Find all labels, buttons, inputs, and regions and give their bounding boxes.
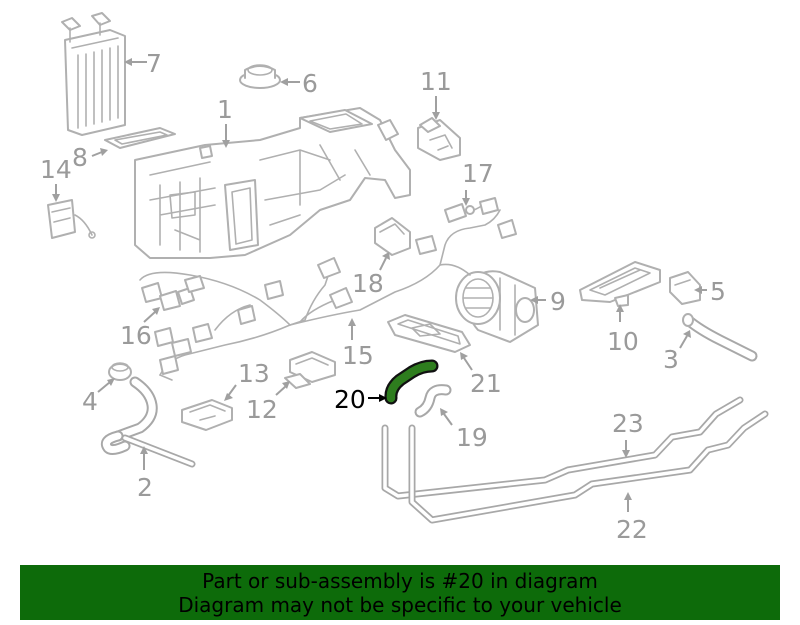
callout-13: 13 [238,359,270,388]
callout-7: 7 [146,49,162,78]
part-7-heater-core [61,12,126,136]
parts-diagram: 7 6 1 11 8 14 17 18 9 5 10 3 16 15 21 13… [40,12,769,544]
callout-4: 4 [82,387,98,416]
callout-22: 22 [616,515,648,544]
part-14-actuator [47,199,96,239]
part-12-module [284,351,336,389]
part-22-heater-pipe [408,410,769,524]
callout-19: 19 [456,423,488,452]
callout-8: 8 [72,143,88,172]
callout-3: 3 [663,345,679,374]
callout-6: 6 [302,69,318,98]
callout-16: 16 [120,321,152,350]
part-15-wiring-harness [139,197,517,381]
callout-9: 9 [550,287,566,316]
part-2-drain-hose [100,376,196,468]
part-9-blower-motor [455,270,539,343]
callout-5: 5 [710,277,726,306]
leader-lines [52,58,707,512]
callout-17: 17 [462,159,494,188]
banner-line-part-number: Part or sub-assembly is #20 in diagram [202,569,598,593]
part-23-heater-pipe [381,396,744,500]
part-17-sensor [444,199,489,223]
part-8-seal [104,127,176,149]
part-19-hose [414,384,452,418]
part-5-connector [669,271,701,305]
part-13-bracket [181,399,233,431]
callout-10: 10 [607,327,639,356]
callout-21: 21 [470,369,502,398]
part-10-filter [579,261,661,307]
callout-23: 23 [612,409,644,438]
callout-2: 2 [137,473,153,502]
callout-20: 20 [334,385,366,414]
part-1-hvac-case [134,107,411,259]
callout-15: 15 [342,341,374,370]
callout-labels: 7 6 1 11 8 14 17 18 9 5 10 3 16 15 21 13… [40,49,726,544]
callout-11: 11 [420,67,452,96]
part-3-hose [682,313,758,362]
callout-18: 18 [352,269,384,298]
callout-1: 1 [217,95,233,124]
part-11-actuator [417,117,461,161]
banner-line-disclaimer: Diagram may not be specific to your vehi… [178,593,622,617]
part-21-duct [387,314,471,353]
part-6-cap [239,64,281,89]
part-20-heater-hose-highlighted [384,359,439,405]
part-18-connector [374,217,411,256]
callout-12: 12 [246,395,278,424]
info-banner: Part or sub-assembly is #20 in diagram D… [20,565,780,620]
callout-14: 14 [40,155,72,184]
part-4-grommet [108,362,132,381]
